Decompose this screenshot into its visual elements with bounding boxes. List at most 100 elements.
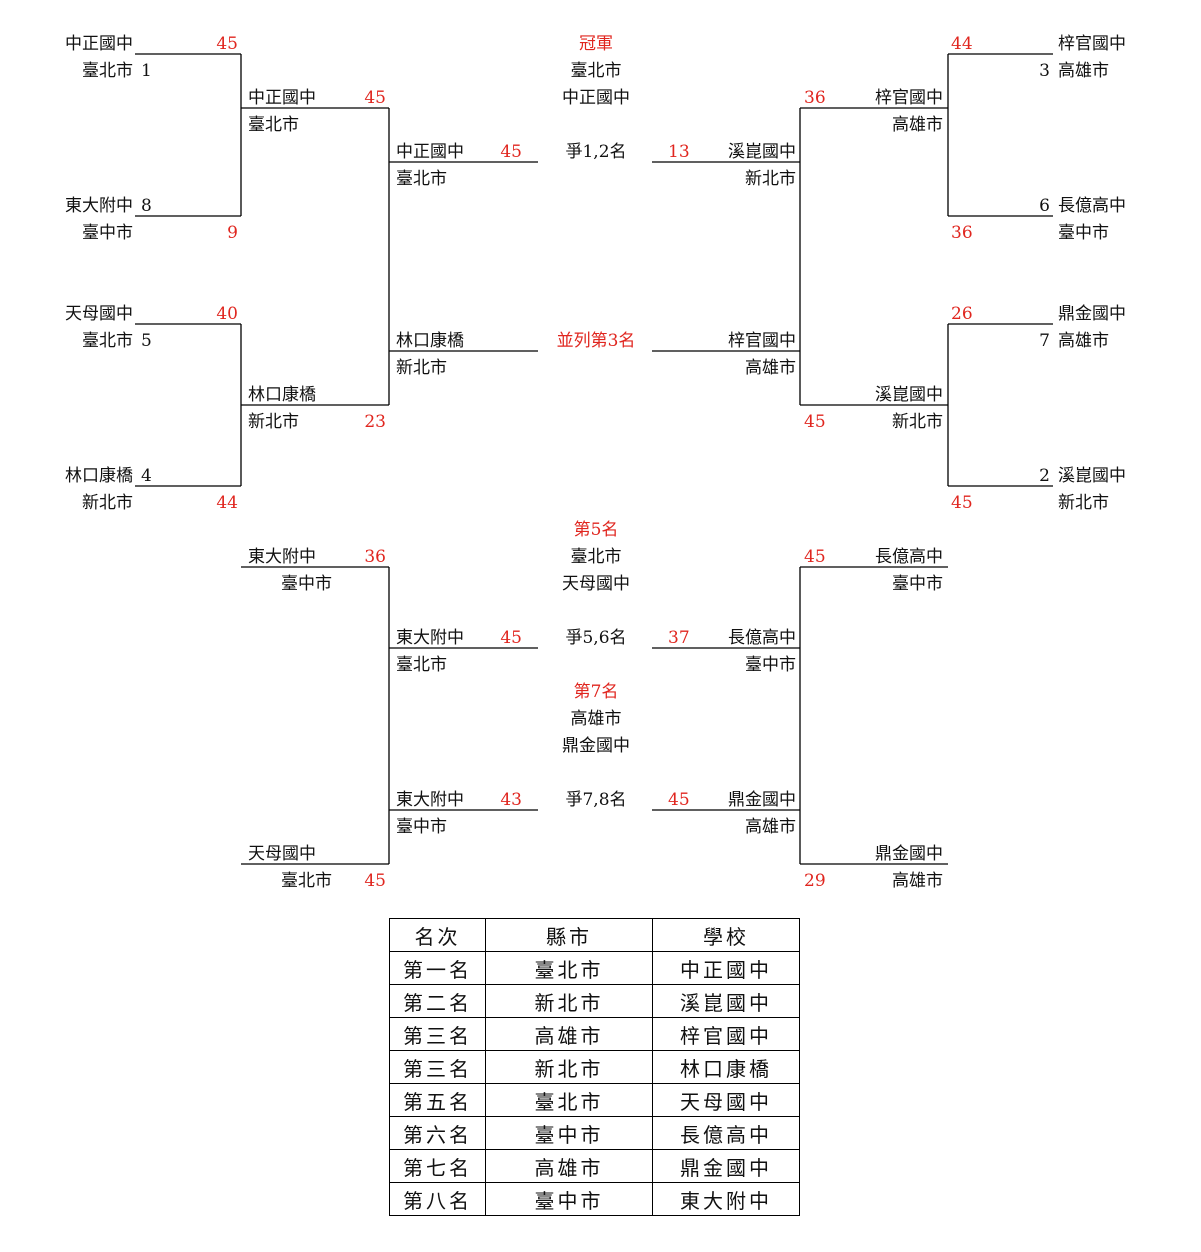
team-city: 臺北市 [82, 331, 133, 351]
team-city: 新北市 [248, 412, 299, 432]
city-cell: 新北市 [485, 1050, 653, 1084]
team-school: 長億高中 [728, 628, 796, 648]
team-school: 東大附中 [65, 196, 133, 216]
team-score: 23 [364, 412, 386, 432]
seventh-place-school: 鼎金國中 [562, 736, 630, 756]
team-school: 鼎金國中 [875, 844, 943, 864]
city-cell: 新北市 [485, 984, 653, 1018]
team-score: 45 [804, 412, 826, 432]
city-cell: 高雄市 [485, 1149, 653, 1183]
seventh-place-title: 第7名 [574, 682, 619, 702]
table-row: 第六名 臺中市 長億高中 [389, 1116, 800, 1150]
city-cell: 臺中市 [485, 1116, 653, 1150]
team-score: 9 [227, 223, 238, 243]
rank-cell: 第六名 [389, 1116, 486, 1150]
city-cell: 臺北市 [485, 951, 653, 985]
team-city: 新北市 [745, 169, 796, 189]
school-cell: 鼎金國中 [652, 1149, 800, 1183]
school-cell: 長億高中 [652, 1116, 800, 1150]
team-school: 鼎金國中 [1058, 304, 1126, 324]
school-cell: 中正國中 [652, 951, 800, 985]
team-school: 梓官國中 [875, 88, 943, 108]
champion-title: 冠軍 [579, 34, 613, 54]
team-seed: 5 [141, 331, 152, 351]
fifth-place-title: 第5名 [574, 520, 619, 540]
header-rank: 名次 [389, 918, 486, 952]
rank-cell: 第七名 [389, 1149, 486, 1183]
city-cell: 臺中市 [485, 1182, 653, 1216]
team-city: 臺中市 [892, 574, 943, 594]
rank-cell: 第五名 [389, 1083, 486, 1117]
champion-city: 臺北市 [571, 61, 622, 81]
team-city: 新北市 [82, 493, 133, 513]
fifth-place-city: 臺北市 [571, 547, 622, 567]
team-score: 45 [364, 88, 386, 108]
city-cell: 高雄市 [485, 1017, 653, 1051]
team-city: 高雄市 [745, 817, 796, 837]
team-city: 新北市 [1058, 493, 1109, 513]
team-school: 梓官國中 [1058, 34, 1126, 54]
team-city: 高雄市 [1058, 331, 1109, 351]
rank-cell: 第一名 [389, 951, 486, 985]
team-score: 26 [951, 304, 973, 324]
team-school: 中正國中 [248, 88, 316, 108]
team-school: 東大附中 [396, 628, 464, 648]
team-school: 天母國中 [65, 304, 133, 324]
seventh-place-city: 高雄市 [571, 709, 622, 729]
standings-table: 名次 縣市 學校 第一名 臺北市 中正國中 第二名 新北市 溪崑國中 第三名 高… [389, 918, 800, 1216]
team-school: 中正國中 [396, 142, 464, 162]
team-score: 36 [951, 223, 973, 243]
team-city: 高雄市 [892, 115, 943, 135]
team-score: 43 [500, 790, 522, 810]
fifth-match-label: 爭5,6名 [565, 628, 626, 648]
team-seed: 1 [141, 61, 152, 81]
rank-cell: 第三名 [389, 1017, 486, 1051]
team-score: 45 [668, 790, 690, 810]
team-city: 高雄市 [1058, 61, 1109, 81]
city-cell: 臺北市 [485, 1083, 653, 1117]
team-school: 長億高中 [875, 547, 943, 567]
team-score: 40 [216, 304, 238, 324]
team-score: 44 [216, 493, 238, 513]
rank-cell: 第八名 [389, 1182, 486, 1216]
school-cell: 東大附中 [652, 1182, 800, 1216]
team-score: 45 [804, 547, 826, 567]
rank-cell: 第三名 [389, 1050, 486, 1084]
team-score: 45 [216, 34, 238, 54]
team-school: 林口康橋 [396, 331, 464, 351]
team-city: 高雄市 [892, 871, 943, 891]
team-school: 林口康橋 [248, 385, 316, 405]
team-city: 臺中市 [396, 817, 447, 837]
team-school: 天母國中 [248, 844, 316, 864]
team-seed: 6 [1039, 196, 1050, 216]
table-row: 第三名 新北市 林口康橋 [389, 1050, 800, 1084]
team-city: 臺北市 [281, 871, 332, 891]
team-score: 44 [951, 34, 973, 54]
team-school: 梓官國中 [728, 331, 796, 351]
team-school: 鼎金國中 [728, 790, 796, 810]
final-match-label: 爭1,2名 [565, 142, 626, 162]
school-cell: 林口康橋 [652, 1050, 800, 1084]
team-city: 臺中市 [281, 574, 332, 594]
team-score: 36 [804, 88, 826, 108]
team-score: 45 [500, 142, 522, 162]
table-row: 第八名 臺中市 東大附中 [389, 1182, 800, 1216]
bracket-lines [135, 53, 1053, 865]
team-seed: 7 [1039, 331, 1050, 351]
header-school: 學校 [652, 918, 800, 952]
team-city: 新北市 [892, 412, 943, 432]
team-seed: 8 [141, 196, 152, 216]
team-school: 溪崑國中 [728, 142, 796, 162]
team-city: 臺中市 [745, 655, 796, 675]
team-city: 臺北市 [396, 655, 447, 675]
third-place-title: 並列第3名 [557, 331, 636, 351]
table-header-row: 名次 縣市 學校 [389, 918, 800, 952]
team-city: 臺北市 [248, 115, 299, 135]
table-row: 第五名 臺北市 天母國中 [389, 1083, 800, 1117]
team-school: 東大附中 [396, 790, 464, 810]
team-seed: 3 [1039, 61, 1050, 81]
team-school: 長億高中 [1058, 196, 1126, 216]
team-score: 45 [364, 871, 386, 891]
team-school: 林口康橋 [65, 466, 133, 486]
team-seed: 2 [1039, 466, 1050, 486]
